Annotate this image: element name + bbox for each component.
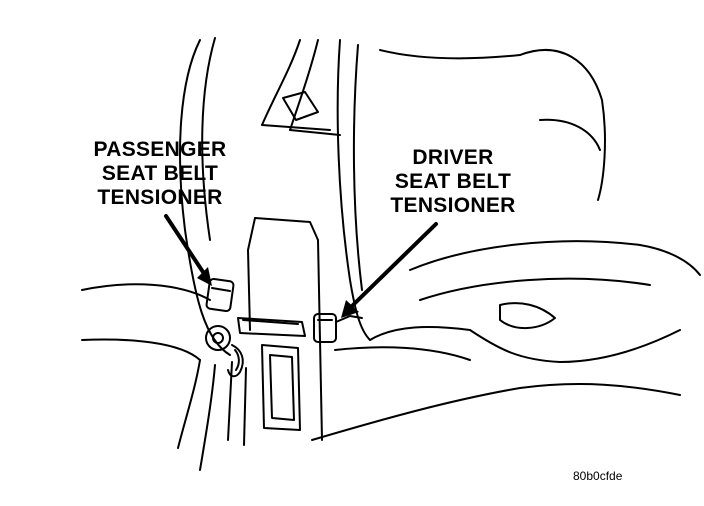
passenger-leader-arrow [164,214,212,286]
driver-label-line: DRIVER [412,146,494,169]
passenger-label-line: PASSENGER [93,138,227,161]
passenger-tensioner-label: PASSENGER SEAT BELT TENSIONER [80,138,240,210]
figure-id: 80b0cfde [573,469,623,483]
passenger-label-line: SEAT BELT [101,162,219,185]
driver-label-line: SEAT BELT [394,170,512,193]
driver-tensioner [313,313,363,343]
driver-tensioner-label: DRIVER SEAT BELT TENSIONER [378,146,528,218]
passenger-shoulder-belt [261,39,341,136]
driver-label-line: TENSIONER [390,194,516,217]
passenger-seat [81,37,231,471]
steering-wheel [409,240,701,363]
driver-seat [311,39,681,441]
center-console [227,217,323,446]
driver-leader-arrow [341,222,438,318]
passenger-label-line: TENSIONER [97,186,223,209]
passenger-tensioner [205,277,244,378]
